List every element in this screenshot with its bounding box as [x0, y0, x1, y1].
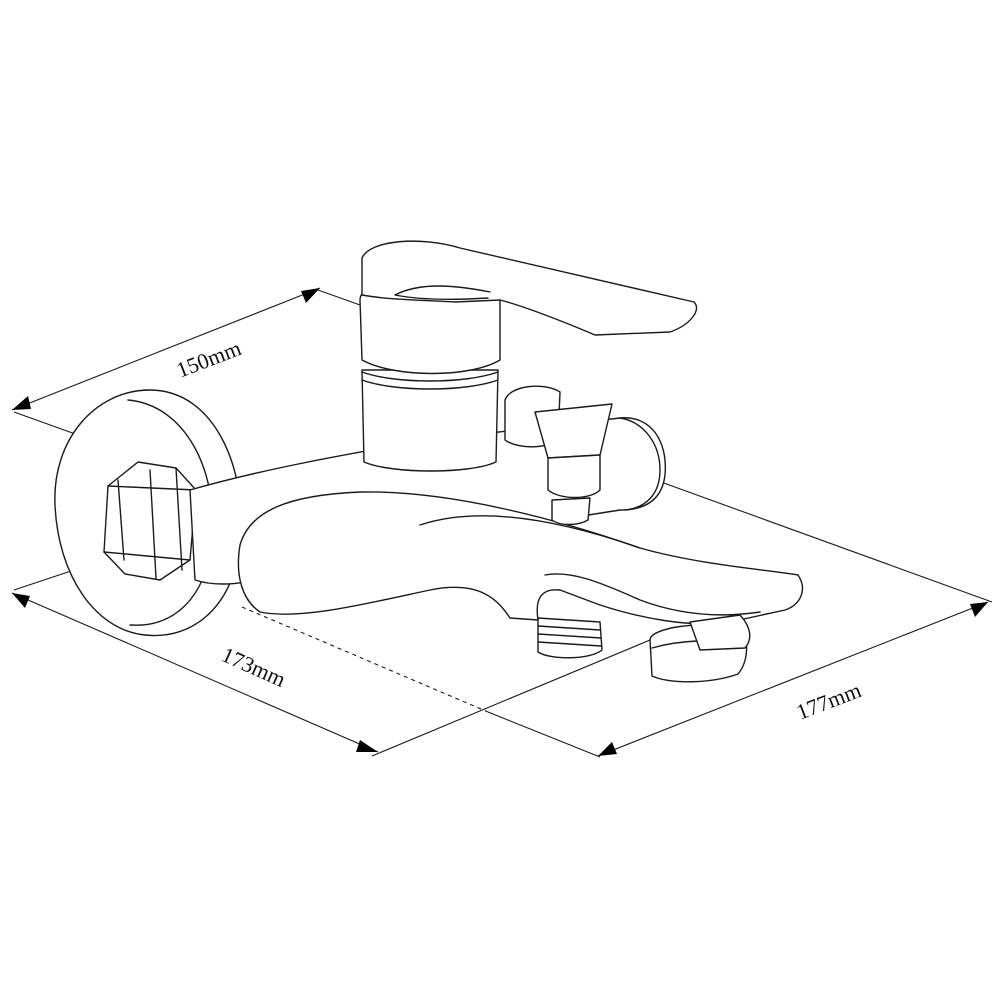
shower-outlet-thread [537, 625, 602, 647]
mixer-column [361, 369, 499, 472]
extension-line-150-right [317, 289, 361, 306]
lever-handle [361, 240, 698, 336]
hidden-line [241, 606, 489, 713]
extension-line-177-left [487, 711, 601, 758]
arrow-177-left [598, 742, 617, 756]
hex-nut-facets [103, 467, 197, 579]
spout-top-crease [419, 515, 641, 549]
arrow-150-left [12, 396, 31, 410]
label-173: 173mm [218, 642, 290, 692]
mixer-column-ring [361, 371, 499, 390]
extension-line-173-right [371, 639, 651, 757]
diverter-knob [534, 403, 613, 459]
lever-handle-slot [394, 285, 491, 300]
dimension-line-173 [11, 592, 379, 753]
diverter-pin [551, 497, 591, 526]
label-177: 177mm [793, 677, 865, 724]
arrow-173-left [12, 593, 30, 608]
extension-line-177-right [649, 477, 993, 603]
dimension-line-150 [11, 287, 321, 411]
faucet-body [54, 240, 803, 713]
spout-tip [689, 614, 751, 651]
main-body-rear-end [619, 417, 661, 511]
spout-underside [544, 573, 761, 616]
arrow-150-right [301, 288, 320, 303]
shower-outlet [537, 617, 603, 659]
arrow-177-right [970, 602, 988, 617]
dimension-line-177 [597, 601, 989, 757]
arrow-173-right [356, 740, 378, 752]
diverter-stem [547, 454, 601, 499]
